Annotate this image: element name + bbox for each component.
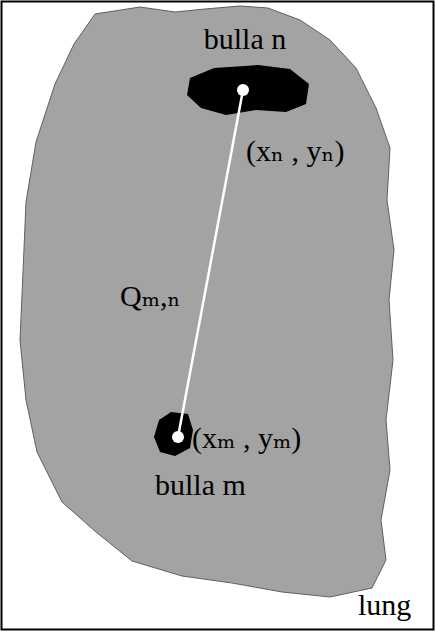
coordinate-label: (xₘ , yₘ) [192,421,301,455]
bulla-shape-path [154,412,193,456]
bulla-label: bulla m [155,468,246,502]
bulla-shape-path [187,65,309,115]
bulla-label: bulla n [204,22,287,56]
coordinate-label: (xₙ , yₙ) [246,134,344,168]
lung-region-path [20,6,394,597]
lung-label: lung [358,588,411,622]
distance-label: Qₘ,ₙ [120,279,181,313]
distance-line [178,90,243,437]
bulla-shape: bulla n (xₙ , yₙ) [180,18,355,176]
